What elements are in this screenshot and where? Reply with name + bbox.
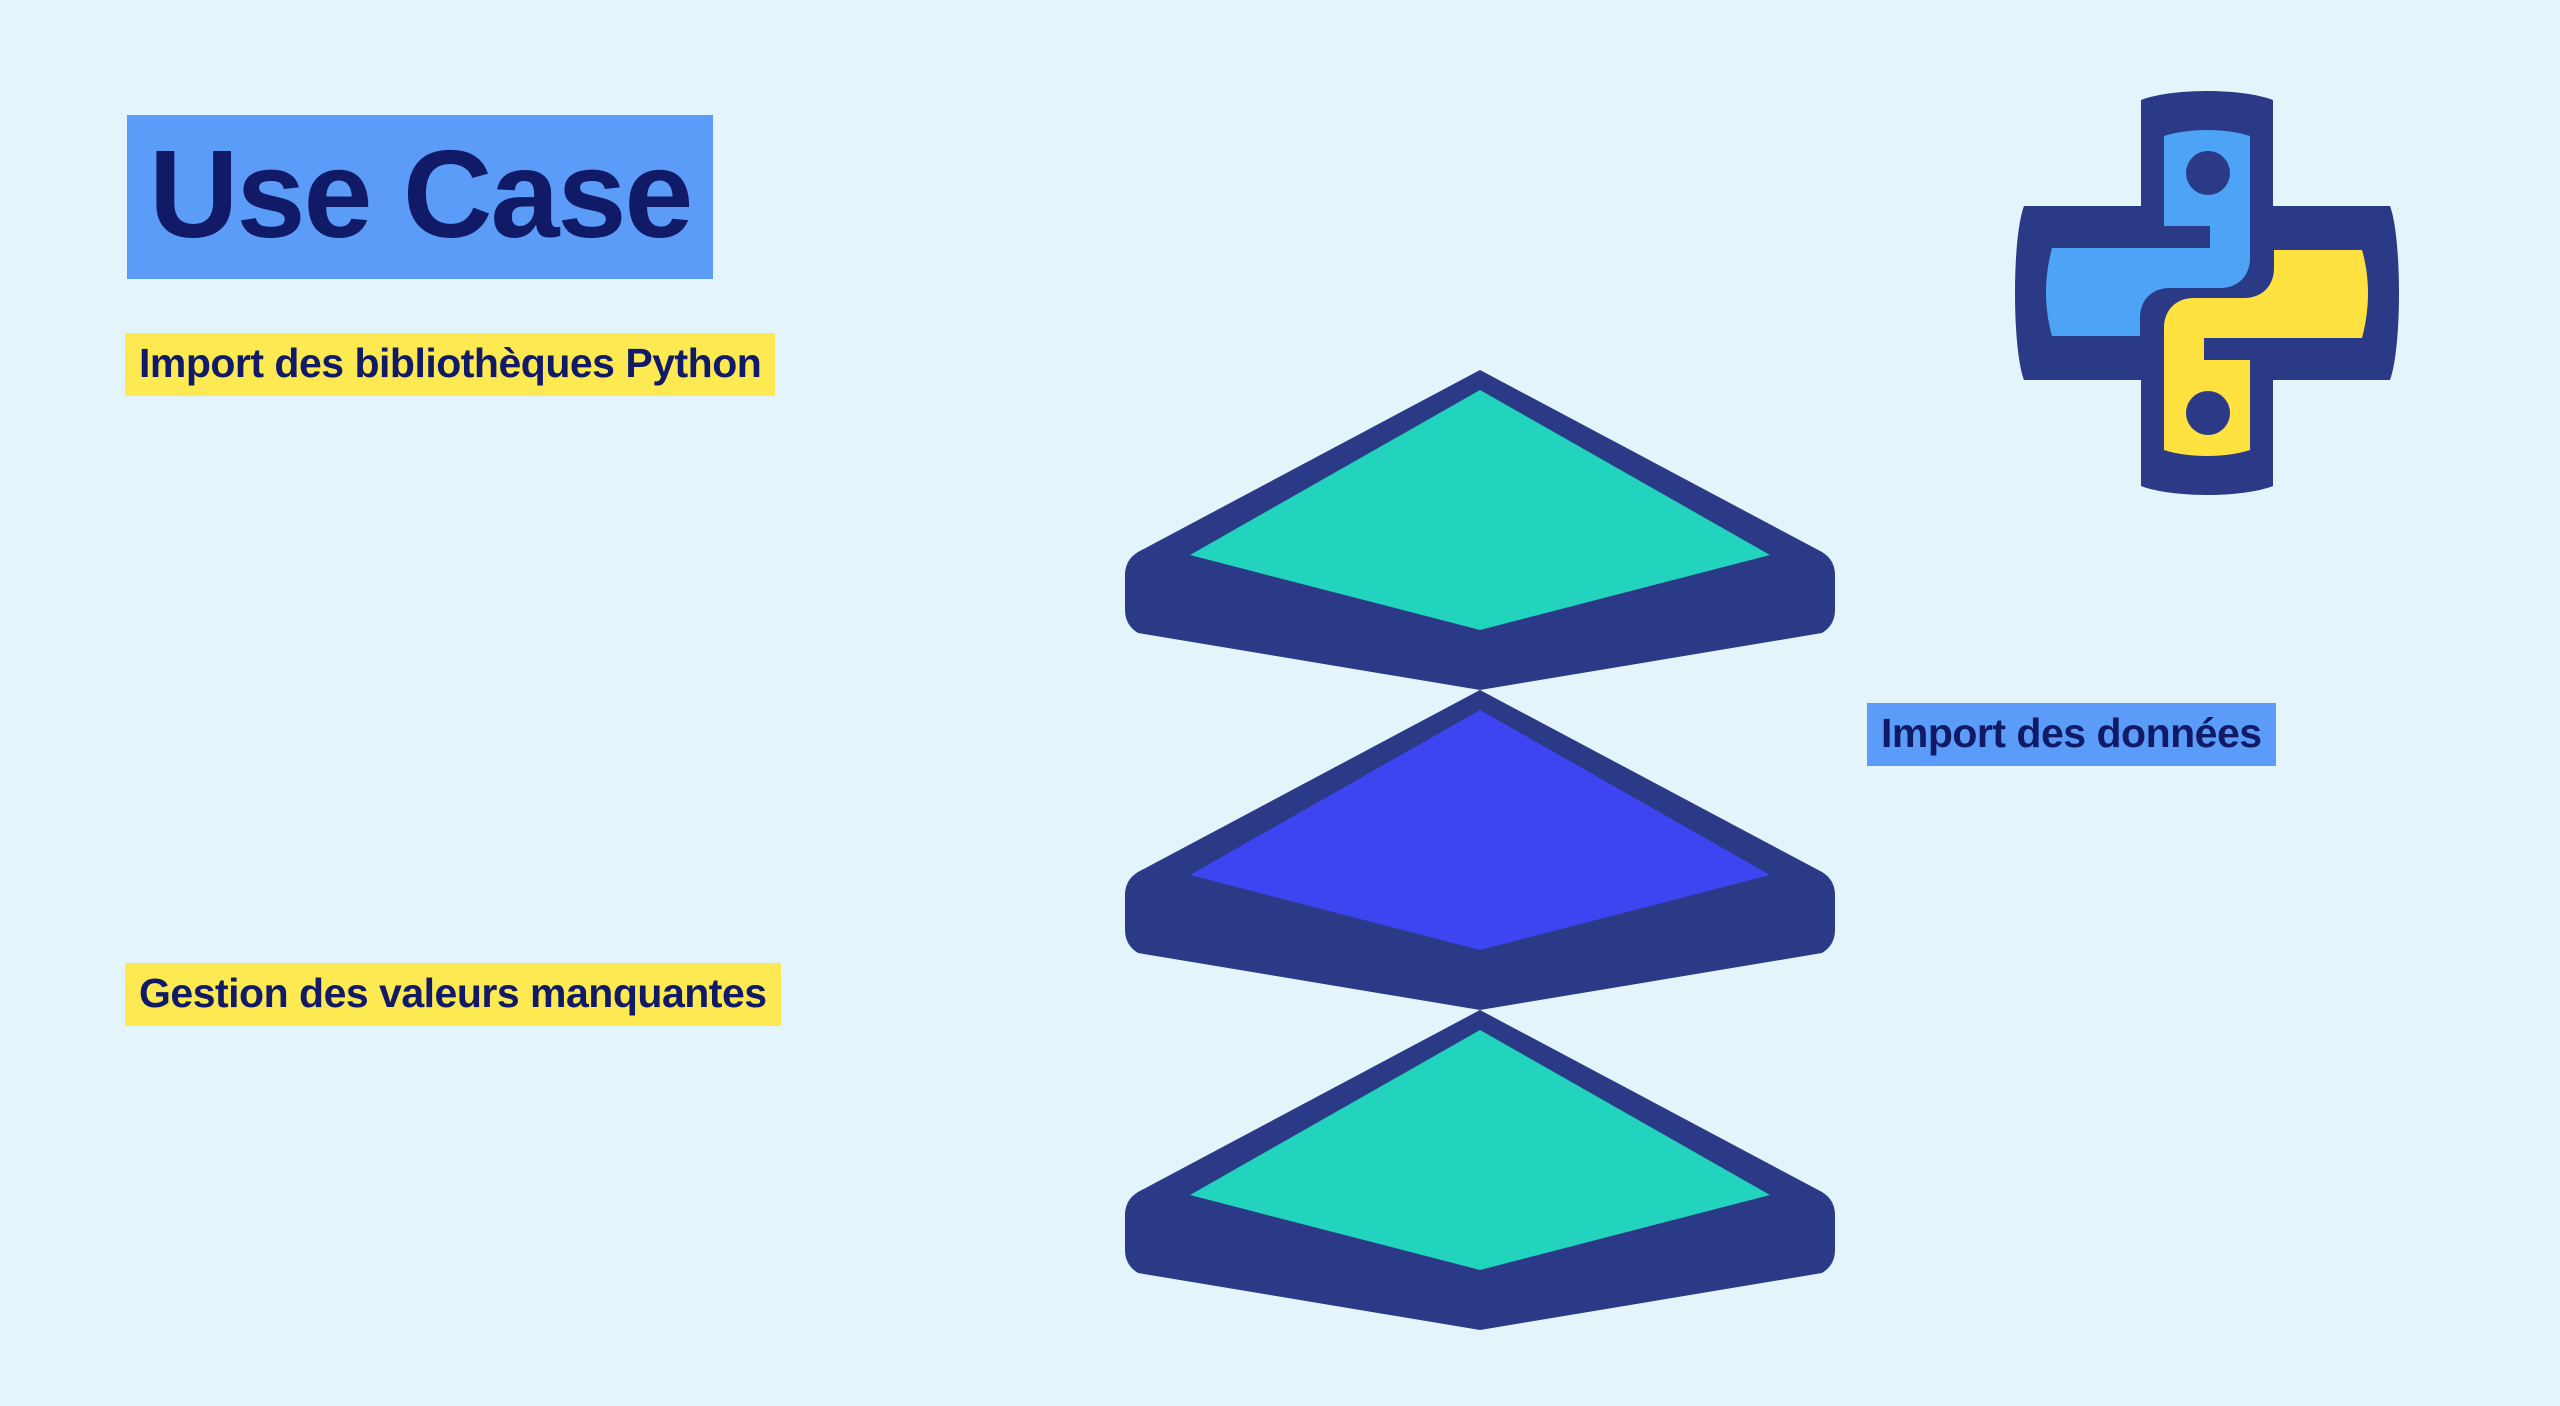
- label-missing-values: Gestion des valeurs manquantes: [125, 963, 781, 1026]
- layer-middle: [1125, 690, 1835, 1010]
- label-import-data: Import des données: [1867, 703, 2276, 766]
- page-title: Use Case: [127, 115, 714, 279]
- python-logo-icon: [2012, 88, 2402, 498]
- python-logo-upper-eye: [2186, 151, 2230, 195]
- layer-top: [1125, 370, 1835, 690]
- stacked-layers-diagram: [1125, 370, 1835, 1345]
- python-logo-outline: [2015, 91, 2399, 495]
- python-logo-lower-eye: [2186, 391, 2230, 435]
- layer-bottom: [1125, 1010, 1835, 1330]
- label-import-libraries: Import des bibliothèques Python: [125, 333, 776, 396]
- layer-middle-top-face: [1190, 710, 1770, 950]
- layer-top-top-face: [1190, 390, 1770, 630]
- layer-bottom-top-face: [1190, 1030, 1770, 1270]
